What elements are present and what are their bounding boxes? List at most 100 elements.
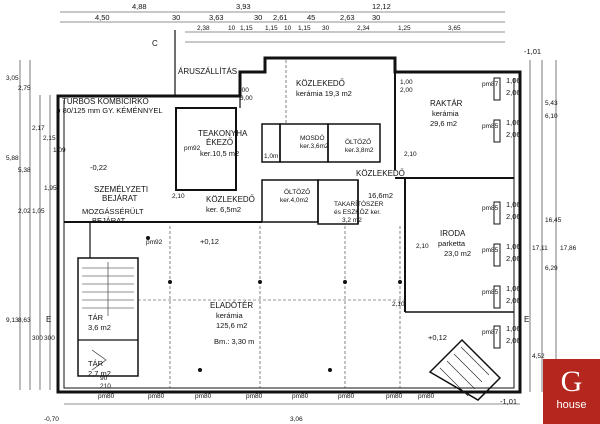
dim-right-1-06a: 1,06 xyxy=(506,76,521,85)
logo-letter: G xyxy=(560,365,583,398)
dim-left-300a: 300 xyxy=(32,335,43,342)
dim-right-17-86: 17,86 xyxy=(560,245,577,252)
dim-bottom-pm80c: pm80 xyxy=(195,393,212,400)
window-tag-pm85d: pm85 xyxy=(482,289,499,296)
dim-right-2-06a: 2,06 xyxy=(506,88,521,97)
room-labels: ÁRUSZÁLLÍTÁS KÖZLEKEDŐ kerámia 19,3 m2 R… xyxy=(88,67,471,378)
outer-walls xyxy=(56,30,522,394)
dim-right-2-06d: 2,06 xyxy=(506,254,521,263)
section-mark-e-left: E xyxy=(46,315,51,324)
room-oltozo-mid: ÖLTÖZŐ xyxy=(284,187,310,196)
dim-bottom-pm80f: pm80 xyxy=(338,393,355,400)
interior-walls xyxy=(64,72,514,377)
left-dimensions: 3,05 2,75 5,88 5,38 2,02 1,05 9,13 8,63 … xyxy=(6,60,66,390)
dim-left-3-05: 3,05 xyxy=(6,75,19,82)
dim-left-2-17: 2,17 xyxy=(32,125,45,132)
dim-left-1-09: 1,09 xyxy=(53,147,66,154)
room-raktar-floor: kerámia xyxy=(432,109,460,118)
dim-right-5-43: 5,43 xyxy=(545,100,558,107)
dim-right-6-29: 6,29 xyxy=(545,265,558,272)
level-bottom-left: -0,70 xyxy=(44,416,59,423)
markers xyxy=(146,236,402,372)
dim-bottom-pm80d: pm80 xyxy=(246,393,263,400)
dim-top-4-50: 4,50 xyxy=(95,13,110,22)
dim-2-10c: 2,10 xyxy=(172,193,185,200)
level-minus-022: -0,22 xyxy=(90,163,107,172)
dim-top-10b: 10 xyxy=(284,25,292,32)
label-kemeny: ø 80/125 mm GY. KÉMÉNNYEL xyxy=(56,106,163,115)
dim-top-1-15a: 1,15 xyxy=(240,25,253,32)
dim-left-2-15: 2,15 xyxy=(43,135,56,142)
dim-top-30a: 30 xyxy=(172,13,180,22)
dim-right-6-10: 6,10 xyxy=(545,113,558,120)
dim-top-3-65: 3,65 xyxy=(448,25,461,32)
dim-2-10d: 2,10 xyxy=(404,151,417,158)
dim-left-9-13: 9,13 xyxy=(6,317,19,324)
dim-right-1-06e: 1,06 xyxy=(506,284,521,293)
room-kozlekedo-right-area: 16,6m2 xyxy=(368,191,393,200)
dim-200: 200 xyxy=(238,87,249,94)
room-tar1-area: 3,6 m2 xyxy=(88,323,111,332)
room-mosdo: MOSDÓ xyxy=(300,133,325,142)
label-aruszallitas: ÁRUSZÁLLÍTÁS xyxy=(178,67,237,76)
window-tag-pm92b: pm92 xyxy=(146,239,163,246)
dim-top-12-12: 12,12 xyxy=(372,2,391,11)
right-staircase xyxy=(428,338,502,401)
room-raktar: RAKTÁR xyxy=(430,99,463,108)
room-iroda: IRODA xyxy=(440,229,466,238)
dim-left-300b: 300 xyxy=(44,335,55,342)
dim-top-10a: 10 xyxy=(228,25,236,32)
dim-bottom-3-06: 3,06 xyxy=(290,416,303,423)
level-plus-012b: +0,12 xyxy=(428,333,447,342)
room-kozlekedo-left-area: ker. 6,5m2 xyxy=(206,205,241,214)
dim-bottom-pm80e: pm80 xyxy=(292,393,309,400)
dim-top-45: 45 xyxy=(307,13,315,22)
room-kozlekedo-left: KÖZLEKEDŐ xyxy=(206,195,255,204)
dim-right-2-06c: 2,06 xyxy=(506,212,521,221)
dim-top-3-93: 3,93 xyxy=(236,2,251,11)
dim-1-00: 1,00 xyxy=(400,79,413,86)
room-iroda-area: 23,0 m2 xyxy=(444,249,471,258)
dim-2-10b: 2,10 xyxy=(392,301,405,308)
room-teakonyha-sub: ÉKEZŐ xyxy=(206,138,233,147)
dim-3-00: 3,00 xyxy=(240,95,253,102)
top-dimensions: 4,88 3,93 12,12 4,50 30 3,63 30 2,61 45 … xyxy=(60,2,505,43)
room-wc-area: 1,0m xyxy=(264,153,278,160)
dim-right-1-06b: 1,06 xyxy=(506,118,521,127)
room-oltozo-top: ÖLTÖZŐ xyxy=(345,137,371,146)
dim-top-1-25: 1,25 xyxy=(398,25,411,32)
room-teakonyha-area: ker.10,5 m2 xyxy=(200,149,239,158)
dim-2-00: 2,00 xyxy=(400,87,413,94)
dim-left-2-02: 2,02 xyxy=(18,208,31,215)
dim-top-4-88: 4,88 xyxy=(132,2,147,11)
room-tar1: TÁR xyxy=(88,313,104,322)
dim-bottom-pm80h: pm80 xyxy=(418,393,435,400)
section-mark-c: C xyxy=(152,39,158,48)
right-windows xyxy=(493,77,501,349)
dim-bottom-pm80a: pm80 xyxy=(98,393,115,400)
dim-left-1-95: 1,95 xyxy=(44,185,57,192)
dim-left-5-88: 5,88 xyxy=(6,155,19,162)
dim-top-2-38: 2,38 xyxy=(197,25,210,32)
dim-right-4-52: 4,52 xyxy=(532,353,545,360)
room-teakonyha: TEAKONYHA xyxy=(198,129,248,138)
room-kozlekedo-top-area: kerámia 19,3 m2 xyxy=(296,89,352,98)
bottom-dimensions: pm80 pm80 pm80 pm80 pm80 pm80 pm80 pm80 … xyxy=(44,393,520,423)
room-kozlekedo-right: KÖZLEKEDŐ xyxy=(356,169,405,178)
dim-top-2-34: 2,34 xyxy=(357,25,370,32)
room-takaritoszer-area: 3,2 m2 xyxy=(342,217,362,224)
left-staircase xyxy=(82,262,134,371)
axis-grid xyxy=(138,60,405,388)
level-minus-101a: -1,01 xyxy=(524,47,541,56)
dim-right-1-06c: 1,06 xyxy=(506,200,521,209)
level-minus-101b: -1,01 xyxy=(500,397,517,406)
label-turbos: TURBÓS KOMBICIRKÓ xyxy=(62,97,149,106)
window-tag-pm92a: pm92 xyxy=(184,145,201,152)
dim-right-16-45: 16,45 xyxy=(545,217,562,224)
label-szemelyzeti: SZEMÉLYZETI xyxy=(94,185,148,194)
room-eladoter-height: Bm.: 3,30 m xyxy=(214,337,254,346)
dim-bottom-pm80g: pm80 xyxy=(386,393,403,400)
dim-top-30c: 30 xyxy=(372,13,380,22)
window-tag-pm87b: pm87 xyxy=(482,329,499,336)
dim-90: 90 xyxy=(100,375,108,382)
